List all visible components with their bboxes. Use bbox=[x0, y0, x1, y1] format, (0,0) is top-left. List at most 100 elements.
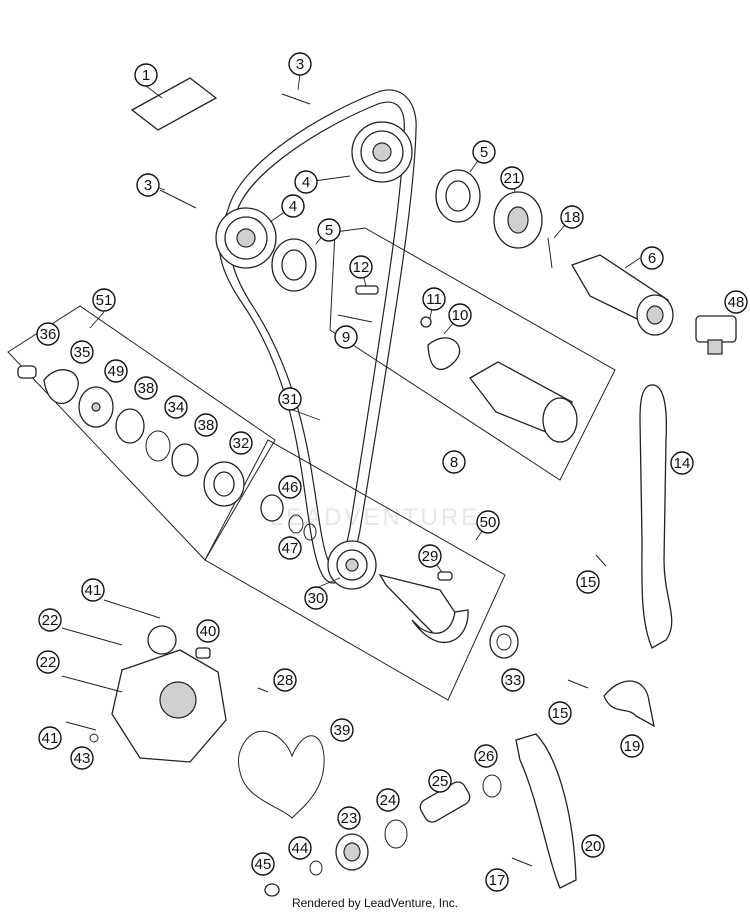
callout-34: 34 bbox=[164, 395, 188, 419]
callout-number: 40 bbox=[200, 623, 217, 640]
callout-circle bbox=[278, 475, 302, 499]
callout-number: 38 bbox=[198, 417, 215, 434]
callout-40: 40 bbox=[196, 619, 220, 643]
callout-48: 48 bbox=[724, 290, 748, 314]
callout-number: 45 bbox=[255, 856, 272, 873]
callout-number: 5 bbox=[480, 144, 488, 161]
callout-number: 31 bbox=[282, 391, 299, 408]
chain-rail-14 bbox=[639, 384, 673, 649]
callout-8: 8 bbox=[442, 450, 466, 474]
callout-circle bbox=[194, 413, 218, 437]
callout-circle bbox=[581, 834, 605, 858]
bearing-5a bbox=[435, 169, 481, 223]
callout-circle bbox=[474, 744, 498, 768]
callout-4: 4 bbox=[294, 170, 318, 194]
callout-44: 44 bbox=[288, 836, 312, 860]
callout-number: 8 bbox=[450, 454, 458, 471]
callout-28: 28 bbox=[273, 668, 297, 692]
callout-5: 5 bbox=[472, 140, 496, 164]
camshaft-intake bbox=[427, 337, 578, 443]
callout-circle bbox=[418, 544, 442, 568]
callout-number: 22 bbox=[40, 654, 57, 671]
callout-22: 22 bbox=[38, 608, 62, 632]
callout-number: 41 bbox=[85, 582, 102, 599]
callout-circle bbox=[620, 734, 644, 758]
callout-circle bbox=[36, 650, 60, 674]
callout-circle bbox=[70, 340, 94, 364]
callout-circle bbox=[38, 726, 62, 750]
callout-number: 30 bbox=[308, 590, 325, 607]
small-parts-9-12 bbox=[337, 285, 432, 328]
callout-15: 15 bbox=[548, 701, 572, 725]
callout-22: 22 bbox=[36, 650, 60, 674]
callout-circle bbox=[724, 290, 748, 314]
callout-circle bbox=[670, 451, 694, 475]
sprocket-crank bbox=[327, 540, 377, 590]
callout-number: 47 bbox=[282, 540, 299, 557]
callout-23: 23 bbox=[337, 806, 361, 830]
callout-39: 39 bbox=[330, 718, 354, 742]
callout-number: 50 bbox=[480, 514, 497, 531]
callout-circle bbox=[560, 205, 584, 229]
callout-circle bbox=[548, 701, 572, 725]
callout-circle bbox=[278, 536, 302, 560]
pin-18 bbox=[547, 237, 553, 269]
sprocket-left bbox=[215, 207, 277, 269]
callout-circle bbox=[288, 52, 312, 76]
callout-number: 25 bbox=[432, 773, 449, 790]
callout-circle bbox=[448, 303, 472, 327]
callout-17: 17 bbox=[485, 868, 509, 892]
callout-18: 18 bbox=[560, 205, 584, 229]
callout-number: 5 bbox=[325, 222, 333, 239]
callout-circle bbox=[104, 359, 128, 383]
callout-32: 32 bbox=[229, 431, 253, 455]
callout-number: 44 bbox=[292, 840, 309, 857]
callout-circle bbox=[334, 325, 358, 349]
callout-circle bbox=[136, 173, 160, 197]
sprocket-upper bbox=[351, 121, 413, 183]
callout-number: 46 bbox=[282, 479, 299, 496]
callout-number: 26 bbox=[478, 748, 495, 765]
callout-25: 25 bbox=[428, 769, 452, 793]
callout-20: 20 bbox=[581, 834, 605, 858]
callout-number: 9 bbox=[342, 329, 350, 346]
callout-circle bbox=[278, 387, 302, 411]
callout-36: 36 bbox=[36, 322, 60, 346]
callout-number: 36 bbox=[40, 326, 57, 343]
callout-6: 6 bbox=[640, 246, 664, 270]
lower-parts bbox=[130, 77, 607, 897]
callout-circle bbox=[317, 218, 341, 242]
callout-19: 19 bbox=[620, 734, 644, 758]
callout-29: 29 bbox=[418, 544, 442, 568]
callout-3: 3 bbox=[136, 173, 160, 197]
callout-number: 3 bbox=[296, 56, 304, 73]
callout-circle bbox=[229, 431, 253, 455]
callout-circle bbox=[337, 806, 361, 830]
callout-11: 11 bbox=[422, 287, 446, 311]
watermark: LEADVENTURE bbox=[270, 504, 480, 531]
callout-number: 14 bbox=[674, 455, 691, 472]
sensor-48 bbox=[695, 315, 737, 355]
bracket-19 bbox=[603, 680, 655, 728]
callout-51: 51 bbox=[92, 288, 116, 312]
callout-circle bbox=[428, 769, 452, 793]
callout-number: 10 bbox=[452, 307, 469, 324]
callout-circle bbox=[36, 322, 60, 346]
callout-circle bbox=[304, 586, 328, 610]
callout-45: 45 bbox=[251, 852, 275, 876]
callout-46: 46 bbox=[278, 475, 302, 499]
callout-50: 50 bbox=[476, 510, 500, 534]
bearing-5b bbox=[271, 238, 317, 292]
callout-circle bbox=[81, 578, 105, 602]
bearing-33 bbox=[489, 625, 519, 659]
callout-number: 22 bbox=[42, 612, 59, 629]
callout-circle bbox=[92, 288, 116, 312]
callout-number: 18 bbox=[564, 209, 581, 226]
callout-circle bbox=[476, 510, 500, 534]
callout-number: 34 bbox=[168, 399, 185, 416]
shaft-group-panel bbox=[204, 439, 506, 701]
callout-number: 11 bbox=[426, 291, 442, 308]
callout-circle bbox=[288, 836, 312, 860]
